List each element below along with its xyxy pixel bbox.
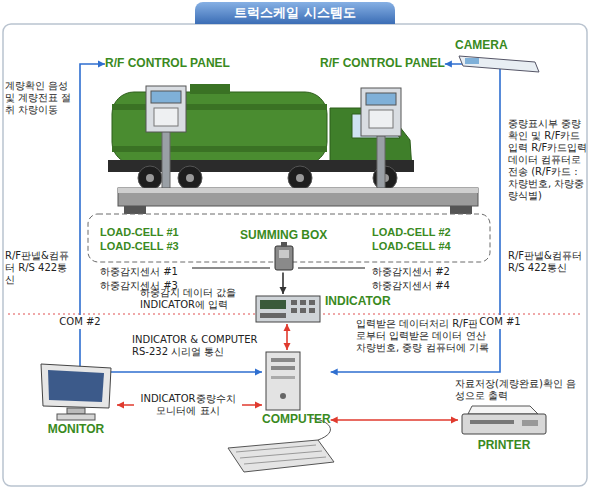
- arrow-head: [255, 369, 262, 376]
- device-node: SUMMING BOX: [240, 228, 327, 272]
- arrow-head: [445, 61, 452, 68]
- device-illustration: [455, 52, 543, 76]
- connector-line: [331, 64, 500, 372]
- device-picture: [455, 52, 543, 76]
- note-text: R/F판넬&컴퓨터 R/S 422통신: [5, 250, 77, 286]
- node-label: R/F CONTROL PANEL: [105, 56, 230, 70]
- arrow-head: [331, 369, 338, 376]
- connector: [280, 272, 287, 294]
- device-picture: [35, 362, 117, 422]
- connector-line: [80, 64, 262, 372]
- node-label: SUMMING BOX: [240, 228, 327, 242]
- device-picture: [262, 350, 304, 412]
- device-node: COMPUTER: [262, 350, 331, 426]
- device-node: MONITOR: [35, 362, 117, 436]
- connector: [331, 417, 458, 424]
- device-illustration: [255, 294, 321, 324]
- connector-label: INDICATOR중량수치 모니터에 표시: [134, 392, 242, 418]
- device-picture: [255, 294, 321, 324]
- node-label: R/F CONTROL PANEL: [320, 56, 445, 70]
- connector-label: COM #2: [57, 315, 102, 329]
- connector: [80, 61, 262, 376]
- node-label: INDICATOR: [325, 294, 391, 308]
- connector-label: COM #1: [477, 315, 522, 329]
- node-label: COMPUTER: [262, 412, 331, 426]
- load-cell-label: LOAD-CELL #4: [372, 240, 451, 253]
- device-illustration: [458, 404, 550, 438]
- note-text: 입력받은 데이터처리 R/F판넬로부터 입력받은 데이터 연산 차량번호, 중량…: [356, 318, 492, 354]
- note-text: 하중감지 데이터 값을 INDICATOR에 입력: [140, 287, 252, 311]
- arrow-head: [331, 417, 338, 424]
- node-label: PRINTER: [478, 438, 531, 452]
- note-text: 중량표시부 중량확인 및 R/F카드 입력 R/F카드입력 데이터 컴퓨터로 전…: [508, 118, 588, 202]
- load-cell-label: LOAD-CELL #1: [100, 226, 179, 239]
- device-picture: [271, 242, 297, 272]
- note-text: 계량확인 음성 및 계량전표 절취 차량이동: [5, 80, 77, 116]
- arrow-head: [280, 287, 287, 294]
- device-illustration: [271, 242, 297, 272]
- arrow-head: [451, 417, 458, 424]
- note-text: 자료저장(계량완료)확인 음성으로 출력: [455, 378, 585, 402]
- arrow-head: [284, 324, 291, 331]
- device-node: R/F CONTROL PANEL: [105, 56, 230, 70]
- device-illustration: [262, 350, 304, 412]
- connector: [331, 61, 500, 376]
- note-text: R/F판넬&컴퓨터 R/S 422통신: [508, 250, 588, 274]
- note-text: 하중감지센서 #2: [372, 266, 450, 278]
- node-label: CAMERA: [455, 38, 508, 52]
- note-text: 하중감지센서 #1: [100, 266, 178, 278]
- device-node: CAMERA: [455, 38, 543, 76]
- device-node: R/F CONTROL PANEL: [320, 56, 445, 70]
- arrow-head: [98, 61, 105, 68]
- device-illustration: [35, 362, 117, 422]
- arrow-head: [284, 343, 291, 350]
- device-node: PRINTER: [458, 404, 550, 452]
- connector: [284, 324, 291, 350]
- connector-line: [331, 419, 458, 421]
- arrow-head: [255, 402, 262, 409]
- note-text: INDICATOR & COMPUTER RS-232 시리얼 통신: [132, 334, 258, 358]
- arrow-head: [117, 402, 124, 409]
- device-picture: [458, 404, 550, 438]
- load-cell-label: LOAD-CELL #2: [372, 226, 451, 239]
- node-label: MONITOR: [48, 422, 104, 436]
- title-tab: 트럭스케일 시스템도: [195, 2, 395, 24]
- load-cell-label: LOAD-CELL #3: [100, 240, 179, 253]
- note-text: 하중감지센서 #4: [372, 280, 450, 292]
